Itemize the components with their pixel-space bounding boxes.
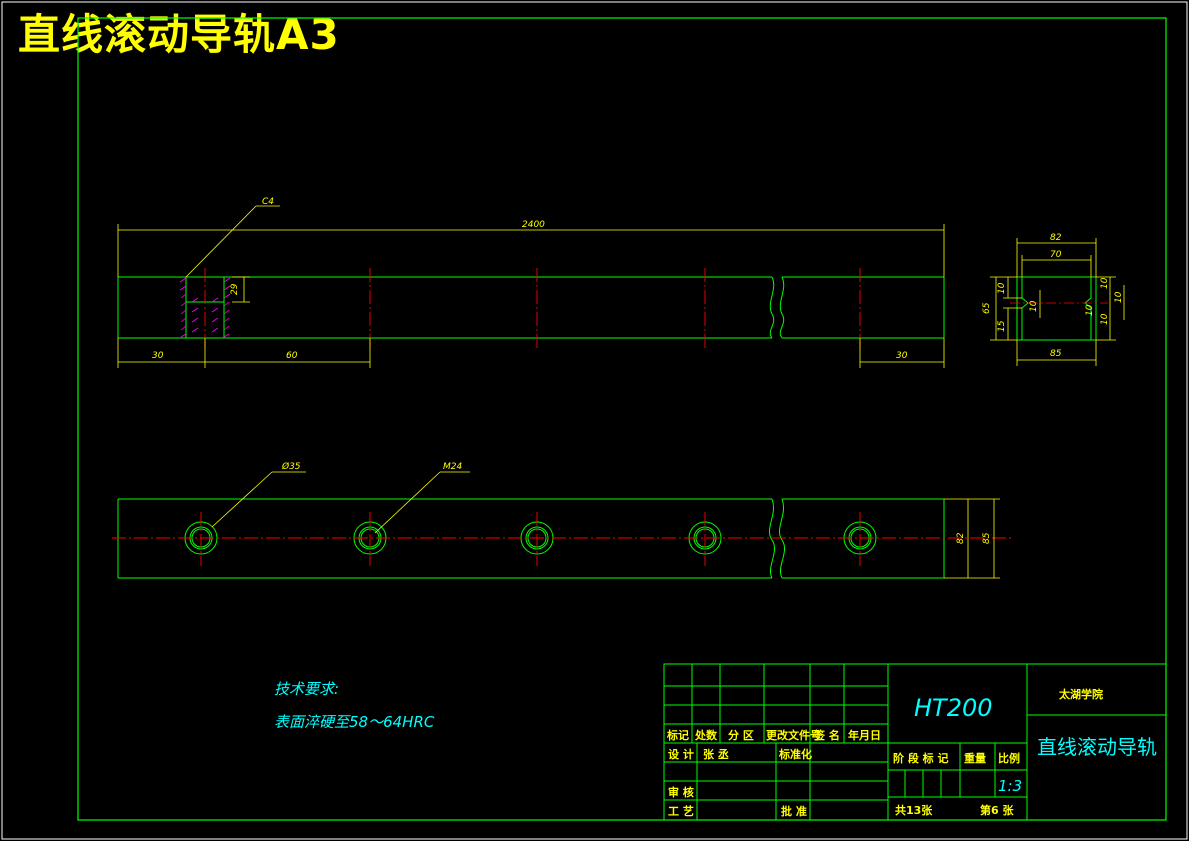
tb-scale-label: 比例	[998, 751, 1020, 765]
dim-width-bottom: 85	[1050, 349, 1062, 359]
dim-end-right: 30	[896, 351, 908, 361]
dim-r-c: 10	[1100, 313, 1110, 325]
tb-review-label: 审 核	[668, 785, 694, 799]
tb-stage-label: 阶 段 标 记	[893, 751, 949, 765]
tb-h-count: 处数	[694, 728, 718, 742]
dim-end-left: 30	[152, 351, 164, 361]
dim-h-lower: 15	[997, 320, 1007, 332]
dim-pitch: 60	[286, 351, 298, 361]
plan-view	[117, 498, 945, 579]
dim-r-b: 10	[1114, 291, 1124, 303]
plan-dimensions	[211, 471, 1000, 579]
tb-h-zone: 分 区	[728, 728, 754, 742]
dim-width-inner: 70	[1050, 250, 1062, 260]
drawing-border	[77, 17, 1167, 821]
title-block	[663, 663, 1167, 821]
notes-line1: 表面淬硬至58～64HRC	[274, 713, 435, 731]
tb-material: HT200	[914, 694, 993, 722]
plan-centerlines	[112, 512, 1012, 566]
tb-approve-label: 批 准	[781, 804, 807, 818]
dim-h-upper: 10	[997, 282, 1007, 294]
front-dimensions	[117, 205, 945, 368]
drawing-title: 直线滚动导轨A3	[18, 10, 340, 59]
tb-part-name: 直线滚动导轨	[1037, 735, 1157, 759]
front-centerlines	[204, 268, 861, 350]
dim-plan-w2: 85	[982, 532, 992, 544]
tb-h-docno: 更改文件号	[766, 728, 821, 742]
dim-thread: M24	[443, 462, 462, 472]
dim-plan-w1: 82	[956, 532, 966, 544]
tb-sheets-total: 共13张	[895, 803, 933, 817]
tb-process-label: 工 艺	[668, 804, 694, 818]
section-hatch	[179, 277, 231, 338]
dim-width-top: 82	[1050, 233, 1062, 243]
tb-h-mark: 标记	[666, 728, 689, 742]
dim-h-mid: 10	[1029, 300, 1039, 312]
tb-sheet-no: 第6 张	[980, 803, 1014, 817]
dim-height: 65	[982, 302, 992, 314]
tb-standard-label: 标准化	[778, 747, 812, 761]
front-view	[117, 276, 945, 339]
dim-counterbore-depth: 29	[230, 283, 240, 295]
dim-r-a: 10	[1100, 277, 1110, 289]
tb-scale-value: 1:3	[998, 777, 1022, 795]
dim-hole-dia: Ø35	[281, 461, 301, 472]
tb-h-sign: 签 名	[813, 728, 840, 742]
side-dimensions	[990, 238, 1125, 366]
tb-designer: 张 丞	[703, 747, 729, 761]
dim-overall-length: 2400	[522, 220, 545, 230]
dim-chamfer: C4	[262, 197, 274, 207]
tb-school: 太湖学院	[1058, 687, 1103, 701]
tb-design-label: 设 计	[668, 747, 694, 761]
tb-h-date: 年月日	[848, 728, 881, 742]
dim-r-d: 10	[1085, 304, 1095, 316]
tb-weight-label: 重量	[964, 751, 986, 765]
notes-heading: 技术要求:	[274, 680, 339, 698]
